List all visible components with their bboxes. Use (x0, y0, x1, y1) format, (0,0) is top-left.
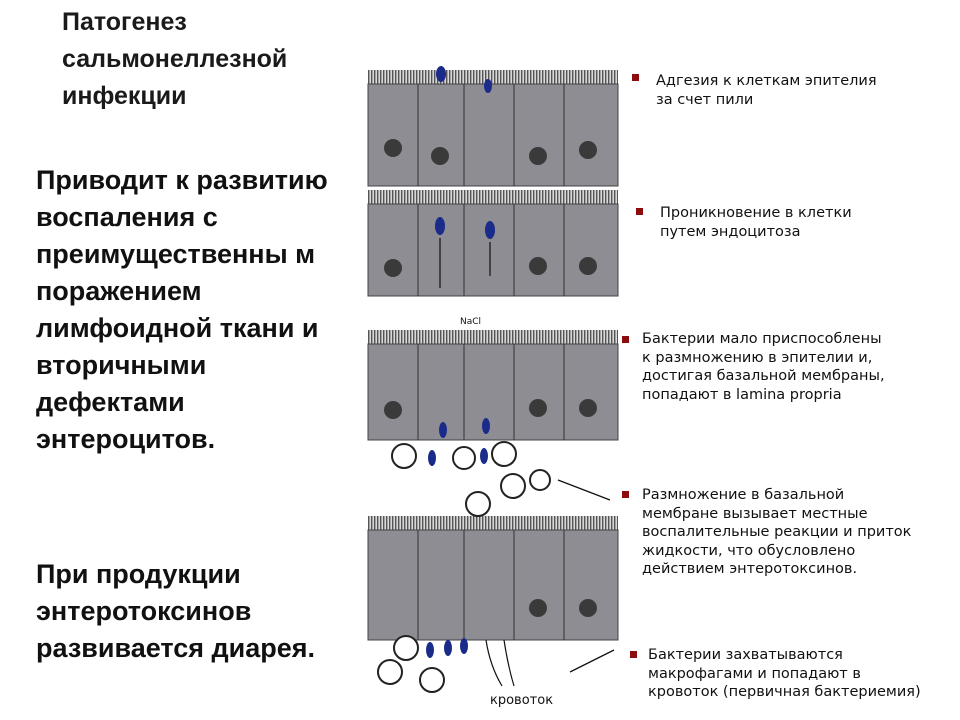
paragraph-inflammation: Приводит к развитию воспаления с преимущ… (36, 165, 328, 454)
stage-1-note: Адгезия к клеткам эпителия за счет пили (656, 73, 877, 108)
stage-bullet (632, 74, 639, 81)
macrophage (529, 469, 551, 491)
macrophage (491, 441, 517, 467)
bacterium (485, 221, 495, 239)
stage-bullet (630, 651, 637, 658)
stage-2-note: Проникновение в клетки путем эндоцитоза (660, 205, 852, 240)
stage-bullet (622, 336, 629, 343)
macrophage (500, 473, 526, 499)
pathogenesis-figure: NaCl кровоток (367, 66, 619, 708)
paragraph-diarrhea: При продукции энтеротоксинов развивается… (36, 559, 316, 663)
macrophage (465, 491, 491, 517)
slide-title: Патогенез сальмонеллезной инфекции (62, 8, 288, 110)
bacterium (460, 638, 468, 654)
bacterium (439, 422, 447, 438)
stage-bullet (636, 208, 643, 215)
bacterium (480, 448, 488, 464)
panel-inflammation: кровоток (367, 469, 619, 708)
bacterium (484, 79, 492, 93)
macrophage (391, 443, 417, 469)
panel-lamina-propria: NaCl (367, 317, 619, 470)
blood-label: кровоток (490, 693, 553, 708)
stage-5-note: Бактерии захватываются макрофагами и поп… (648, 647, 921, 700)
bacterium (444, 640, 452, 656)
nacl-label: NaCl (460, 317, 481, 327)
macrophage (452, 446, 476, 470)
macrophage (377, 659, 403, 685)
panel-endocytosis (367, 190, 619, 297)
stage-3-note: Бактерии мало приспособлены к размножени… (642, 331, 885, 403)
bacterium (428, 450, 436, 466)
bacterium (436, 66, 446, 82)
bacterium (426, 642, 434, 658)
bacterium (435, 217, 445, 235)
stage-4-note: Размножение в базальной мембране вызывае… (642, 487, 912, 577)
panel-adhesion (367, 66, 619, 187)
stage-bullet (622, 491, 629, 498)
macrophage (393, 635, 419, 661)
bacterium (482, 418, 490, 434)
macrophage (419, 667, 445, 693)
